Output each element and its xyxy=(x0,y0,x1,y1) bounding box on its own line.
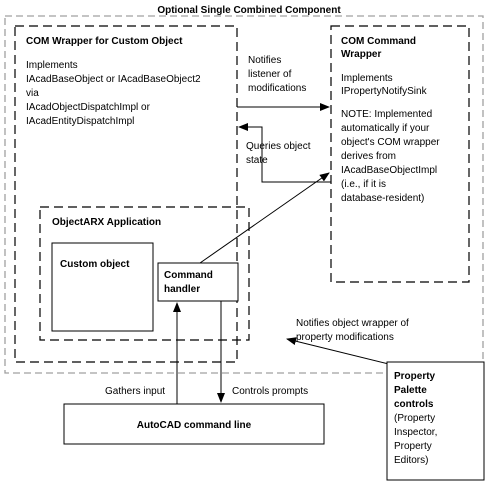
com-wrapper-line: IAcadObjectDispatchImpl or xyxy=(26,102,151,113)
custom-object-box xyxy=(51,242,154,332)
controls-prompts-label: Controls prompts xyxy=(232,386,308,397)
queries-state-label: state xyxy=(246,155,268,166)
property-palette-detail: Inspector, xyxy=(394,427,437,438)
property-palette-title: Property xyxy=(394,371,436,382)
notifies-listener-label: listener of xyxy=(248,69,292,80)
com-wrapper-line: IAcadBaseObject or IAcadBaseObject2 xyxy=(26,74,201,85)
com-command-note: object's COM wrapper xyxy=(341,137,440,148)
com-command-wrapper-title: Wrapper xyxy=(341,49,381,60)
custom-object-label: Custom object xyxy=(60,259,130,270)
com-command-implements: Implements xyxy=(341,73,393,84)
notifies-wrapper-label: Notifies object wrapper of xyxy=(296,318,409,329)
com-command-note: derives from xyxy=(341,151,396,162)
gathers-input-label: Gathers input xyxy=(105,386,165,397)
optional-combined-component-title: Optional Single Combined Component xyxy=(157,5,341,16)
com-wrapper-line: IAcadEntityDispatchImpl xyxy=(26,116,134,127)
command-handler-box xyxy=(157,262,239,302)
property-palette-detail: Editors) xyxy=(394,455,428,466)
notifies-listener-label: Notifies xyxy=(248,55,281,66)
handler-to-command-wrapper-arrow xyxy=(199,172,330,264)
notifies-wrapper-arrow xyxy=(286,337,406,369)
optional-combined-component-box xyxy=(4,15,484,374)
property-palette-title: controls xyxy=(394,399,434,410)
autocad-command-line-label: AutoCAD command line xyxy=(137,420,252,431)
property-palette-detail: (Property xyxy=(394,413,435,424)
command-handler-label: Command xyxy=(164,270,213,281)
com-wrapper-line: Implements xyxy=(26,60,78,71)
autocad-command-line-box xyxy=(63,403,325,445)
com-command-wrapper-box xyxy=(330,25,470,283)
objectarx-application-title: ObjectARX Application xyxy=(52,217,161,228)
com-command-note: NOTE: Implemented xyxy=(341,109,432,120)
com-command-note: automatically if your xyxy=(341,123,430,134)
com-command-note: (i.e., if it is xyxy=(341,179,386,190)
queries-state-label: Queries object xyxy=(246,141,311,152)
com-command-wrapper-title: COM Command xyxy=(341,36,416,47)
notifies-wrapper-label: property modifications xyxy=(296,332,394,343)
property-palette-box xyxy=(386,361,485,481)
property-palette-title: Palette xyxy=(394,385,427,396)
notifies-listener-label: modifications xyxy=(248,83,306,94)
com-command-implements: IPropertyNotifySink xyxy=(341,86,428,97)
com-wrapper-line: via xyxy=(26,88,39,99)
property-palette-detail: Property xyxy=(394,441,432,452)
command-handler-label: handler xyxy=(164,284,200,295)
com-command-note: IAcadBaseObjectImpl xyxy=(341,165,437,176)
com-command-note: database-resident) xyxy=(341,193,424,204)
objectarx-application-box xyxy=(39,206,250,341)
com-wrapper-title: COM Wrapper for Custom Object xyxy=(26,36,183,47)
queries-state-arrow xyxy=(238,123,331,183)
